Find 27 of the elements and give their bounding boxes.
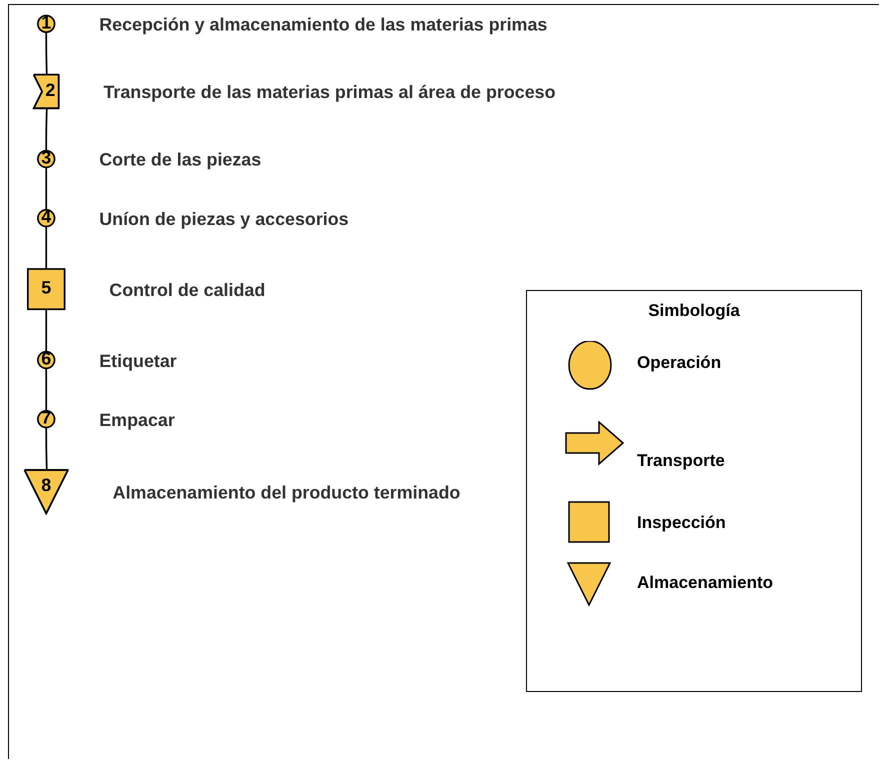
operation-circle: 4 [37,208,56,228]
legend-label: Transporte [637,451,725,471]
step-label: Empacar [99,410,175,430]
step-label: Transporte de las materias primas al área de proceso [103,82,556,102]
connector-line [45,428,48,471]
step-label: Recepción y almacenamiento de las materias primas [99,14,548,35]
connector-line [45,32,48,76]
step-label: Almacenamiento del producto terminado [112,482,460,502]
connector-line [45,309,48,352]
step-label: Control de calidad [109,280,266,300]
connector-line [45,108,48,151]
connector-line [45,226,48,269]
legend-title: Simbología [647,301,741,321]
step-label: Etiquetar [99,350,177,371]
connector-line [45,368,48,411]
legend-label: Operación [637,353,722,373]
step-label: Uníon de piezas y accesorios [99,208,349,229]
transport-arrow: 2 [32,74,60,110]
operation-circle: 3 [37,148,56,168]
step-label: Corte de las piezas [99,150,262,170]
legend-label: Almacenamiento [637,573,774,593]
legend-label: Inspección [637,513,726,533]
connector-line [45,167,48,210]
inspection-square: 5 [26,268,66,310]
operation-circle: 6 [37,350,56,370]
storage-triangle: 8 [24,469,69,514]
operation-circle: 1 [37,14,56,34]
